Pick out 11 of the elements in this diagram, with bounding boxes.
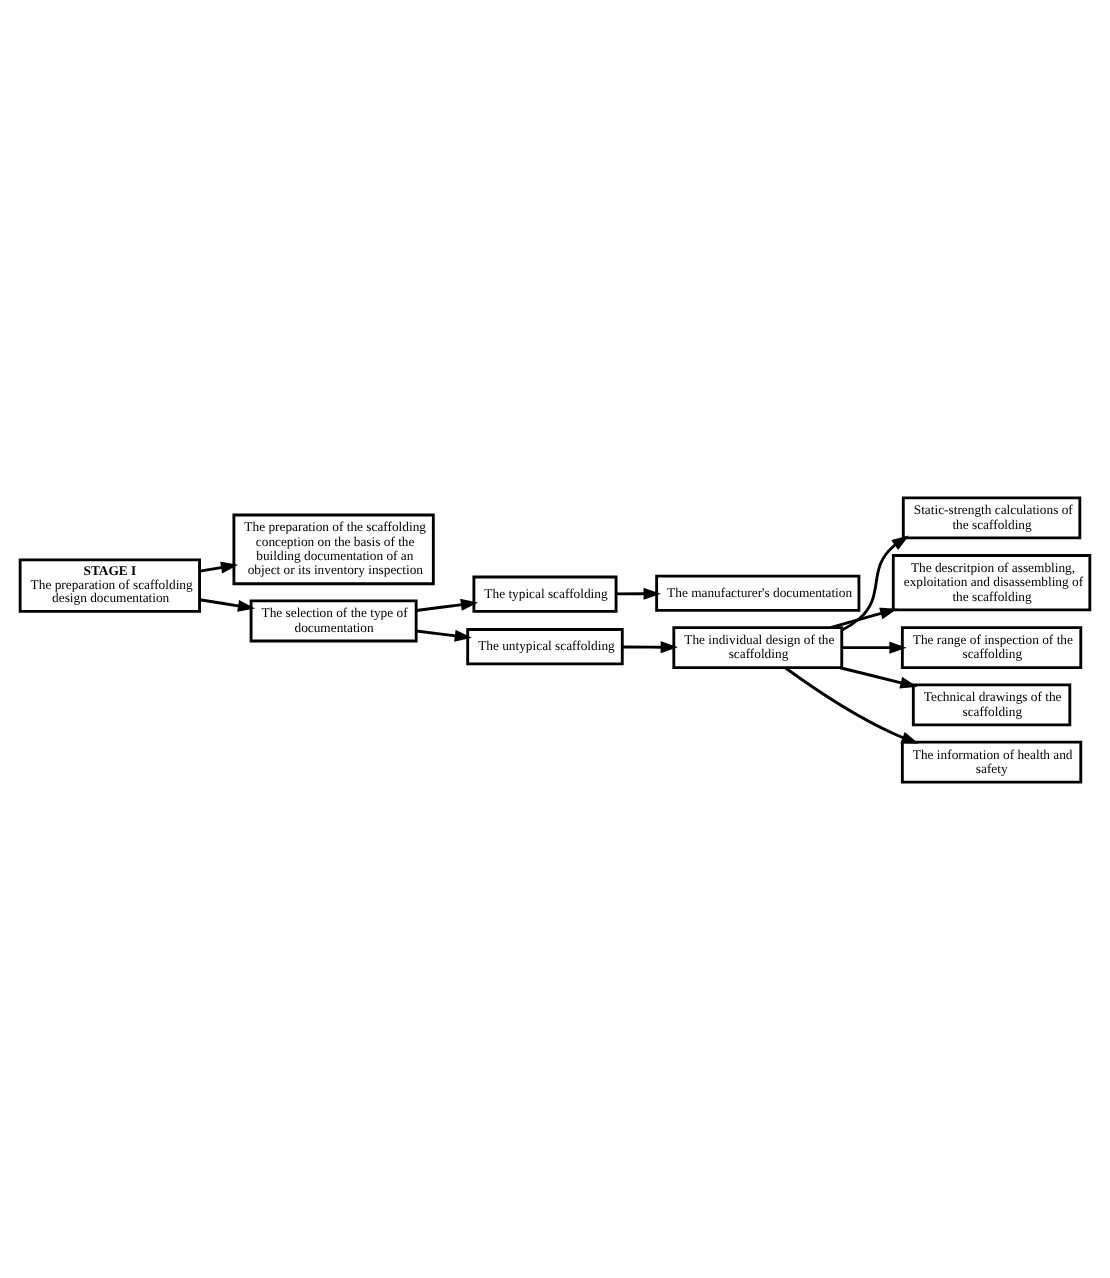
arrow: [841, 640, 907, 653]
arrow: [199, 597, 256, 611]
arrow: [839, 665, 918, 688]
arrow: [199, 560, 239, 573]
arrow: [622, 640, 678, 653]
arrow: [830, 606, 898, 628]
arrow: [841, 534, 910, 631]
arrow: [784, 665, 919, 743]
arrow: [616, 586, 661, 599]
arrow: [416, 597, 479, 611]
arrow: [416, 628, 472, 641]
